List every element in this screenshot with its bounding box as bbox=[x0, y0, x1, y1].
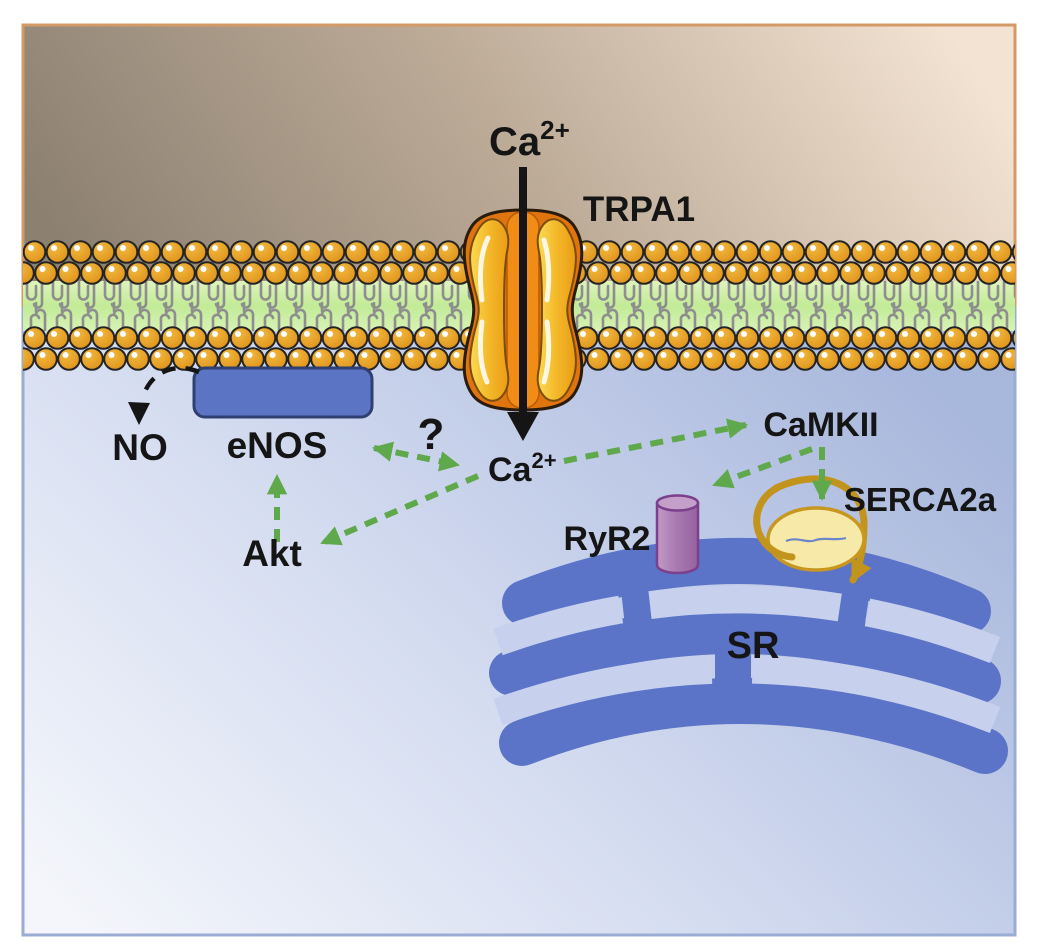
serca2a-pump bbox=[753, 475, 872, 584]
sr-band-middle bbox=[489, 607, 1001, 704]
label-trpa1: TRPA1 bbox=[583, 190, 695, 229]
label-akt: Akt bbox=[242, 533, 302, 574]
labels: Ca2+ TRPA1 Ca2+ NO eNOS Akt ? CaMKII SER… bbox=[112, 115, 997, 667]
sr-lumen-slit-1 bbox=[493, 585, 1001, 664]
ca-uptake-arrow-back bbox=[772, 475, 872, 584]
arrow-camkii-to-ryr2 bbox=[712, 446, 814, 489]
signaling-arrows bbox=[266, 418, 833, 546]
serca2a-squiggle bbox=[785, 536, 847, 543]
label-camkii: CaMKII bbox=[763, 406, 878, 444]
ryr2-body bbox=[655, 501, 700, 575]
sr-band-bottom bbox=[499, 677, 1008, 774]
calcium-influx-arrow bbox=[507, 167, 539, 441]
label-sr: SR bbox=[727, 625, 780, 667]
sr-band-top bbox=[502, 538, 991, 634]
label-serca2a: SERCA2a bbox=[844, 481, 997, 518]
label-enos: eNOS bbox=[227, 425, 328, 466]
label-no: NO bbox=[112, 427, 168, 468]
ryr2-channel bbox=[655, 494, 700, 575]
sr-bridge-2 bbox=[837, 589, 870, 627]
sr-lumen-slit-2 bbox=[493, 655, 1001, 734]
ca-uptake-arrow-front bbox=[753, 484, 796, 561]
sr-bridge-1 bbox=[621, 588, 652, 625]
arrow-ca-to-akt bbox=[320, 473, 480, 546]
enos-protein bbox=[192, 366, 374, 419]
label-ca-cytosolic: Ca2+ bbox=[488, 448, 557, 489]
channel-highlights bbox=[477, 235, 552, 385]
ryr2-top bbox=[655, 494, 700, 512]
arrow-ca-to-camkii bbox=[563, 418, 749, 464]
sr-membrane bbox=[489, 538, 1008, 774]
arrow-ca-enos-bidirectional bbox=[372, 441, 460, 472]
label-question-mark: ? bbox=[418, 410, 445, 459]
label-ryr2: RyR2 bbox=[564, 520, 651, 558]
no-release-arrow bbox=[128, 365, 200, 425]
label-ca-extracellular: Ca2+ bbox=[489, 115, 570, 164]
